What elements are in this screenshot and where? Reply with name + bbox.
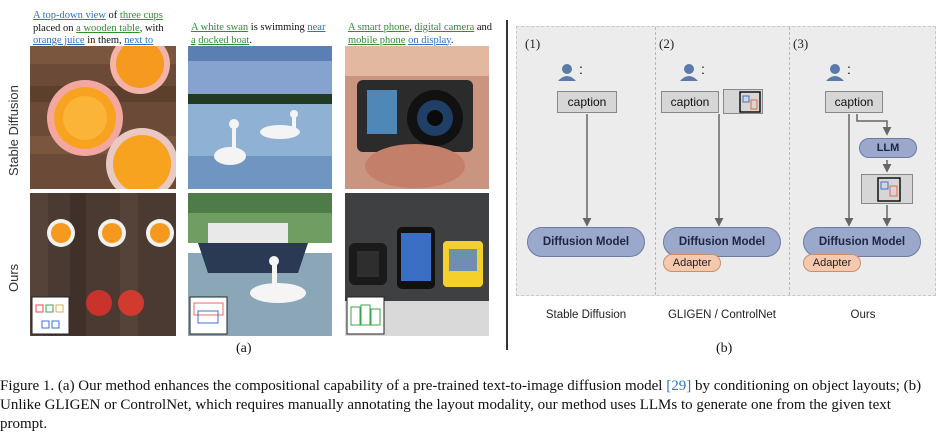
- column-2-number: (2): [659, 36, 675, 51]
- user-icon: [680, 64, 698, 81]
- prompt-phrase: next to: [124, 35, 154, 46]
- prompt-phrase: A smart phone: [348, 22, 410, 33]
- prompt-phrase: of: [105, 10, 120, 21]
- panel-divider: [506, 20, 508, 350]
- method-name-3: Ours: [850, 309, 876, 321]
- prompt-phrase: and: [474, 22, 493, 33]
- prompt-phrase: mobile phone: [348, 34, 406, 46]
- panel-a-tag: (a): [236, 341, 252, 356]
- diffusion-model-1: Diffusion Model: [527, 227, 645, 257]
- prompt-phrase: on display: [408, 34, 451, 46]
- layout-thumbnail-3: [861, 174, 913, 204]
- figure-caption: Figure 1. (a) Our method enhances the co…: [0, 377, 940, 434]
- prompt-phrase: ,: [409, 22, 415, 33]
- column-separator: [789, 27, 790, 295]
- colon: :: [579, 61, 583, 77]
- caption-suffix: by conditioning on object layouts; (b) U…: [0, 378, 922, 432]
- method-name-1: Stable Diffusion: [545, 309, 627, 321]
- row-label-ours: Ours: [6, 263, 21, 292]
- caption-box-3: caption: [825, 91, 883, 113]
- diffusion-model-3: Diffusion Model: [803, 227, 921, 257]
- prompt-phrase: orange juice: [33, 35, 85, 46]
- prompt-3: A smart phone, digital camera and mobile…: [348, 22, 496, 47]
- caption-box-2: caption: [661, 91, 719, 113]
- adapter-2: Adapter: [663, 254, 721, 272]
- prompt-phrase: three cups: [119, 10, 163, 21]
- layout-icon: [739, 91, 761, 113]
- prompt-phrase: docked boat: [198, 34, 250, 46]
- method-name-2: GLIGEN / ControlNet: [667, 309, 776, 321]
- ours-image-cups: [30, 193, 176, 336]
- llm-box: LLM: [859, 138, 917, 158]
- sd-image-camera: [345, 46, 489, 189]
- prompt-phrase: A top-down view: [33, 10, 106, 21]
- column-3-number: (3): [793, 36, 809, 51]
- prompt-phrase: near: [307, 22, 326, 33]
- diffusion-model-2: Diffusion Model: [663, 227, 781, 257]
- column-separator: [655, 27, 656, 295]
- prompt-phrase: .: [450, 34, 454, 46]
- prompt-phrase: A white swan: [191, 22, 249, 33]
- column-1-number: (1): [525, 36, 541, 51]
- prompt-phrase: , with: [139, 22, 164, 34]
- sd-image-swans: [188, 46, 332, 189]
- adapter-3: Adapter: [803, 254, 861, 272]
- user-icon: [558, 64, 576, 81]
- prompt-phrase: a: [191, 34, 196, 46]
- colon: :: [847, 61, 851, 77]
- prompt-phrase: is swimming: [248, 22, 308, 33]
- citation-link[interactable]: [29]: [666, 378, 692, 394]
- prompt-phrase: placed on: [33, 22, 77, 34]
- row-label-stable-diffusion: Stable Diffusion: [6, 85, 21, 176]
- diagram-arrows: [582, 114, 892, 227]
- layout-thumbnail-2: [723, 89, 763, 114]
- sd-image-cups: [30, 46, 176, 189]
- panel-b-tag: (b): [716, 341, 733, 356]
- caption-prefix: Figure 1. (a) Our method enhances the co…: [0, 378, 667, 394]
- prompt-phrase: in them,: [84, 35, 125, 46]
- prompt-2: A white swan is swimming near a docked b…: [191, 22, 331, 47]
- panel-b-diagram: (1) : caption Diffusion Model Stable Dif…: [516, 26, 936, 321]
- layout-icon: [877, 177, 901, 202]
- ours-image-swan-boat: [188, 193, 332, 336]
- caption-box-1: caption: [557, 91, 617, 113]
- prompt-phrase: .: [249, 34, 252, 46]
- ours-image-devices: [345, 193, 489, 336]
- user-icon: [826, 64, 844, 81]
- prompt-phrase: digital camera: [414, 22, 475, 33]
- prompt-phrase: a wooden table: [76, 22, 140, 34]
- colon: :: [701, 61, 705, 77]
